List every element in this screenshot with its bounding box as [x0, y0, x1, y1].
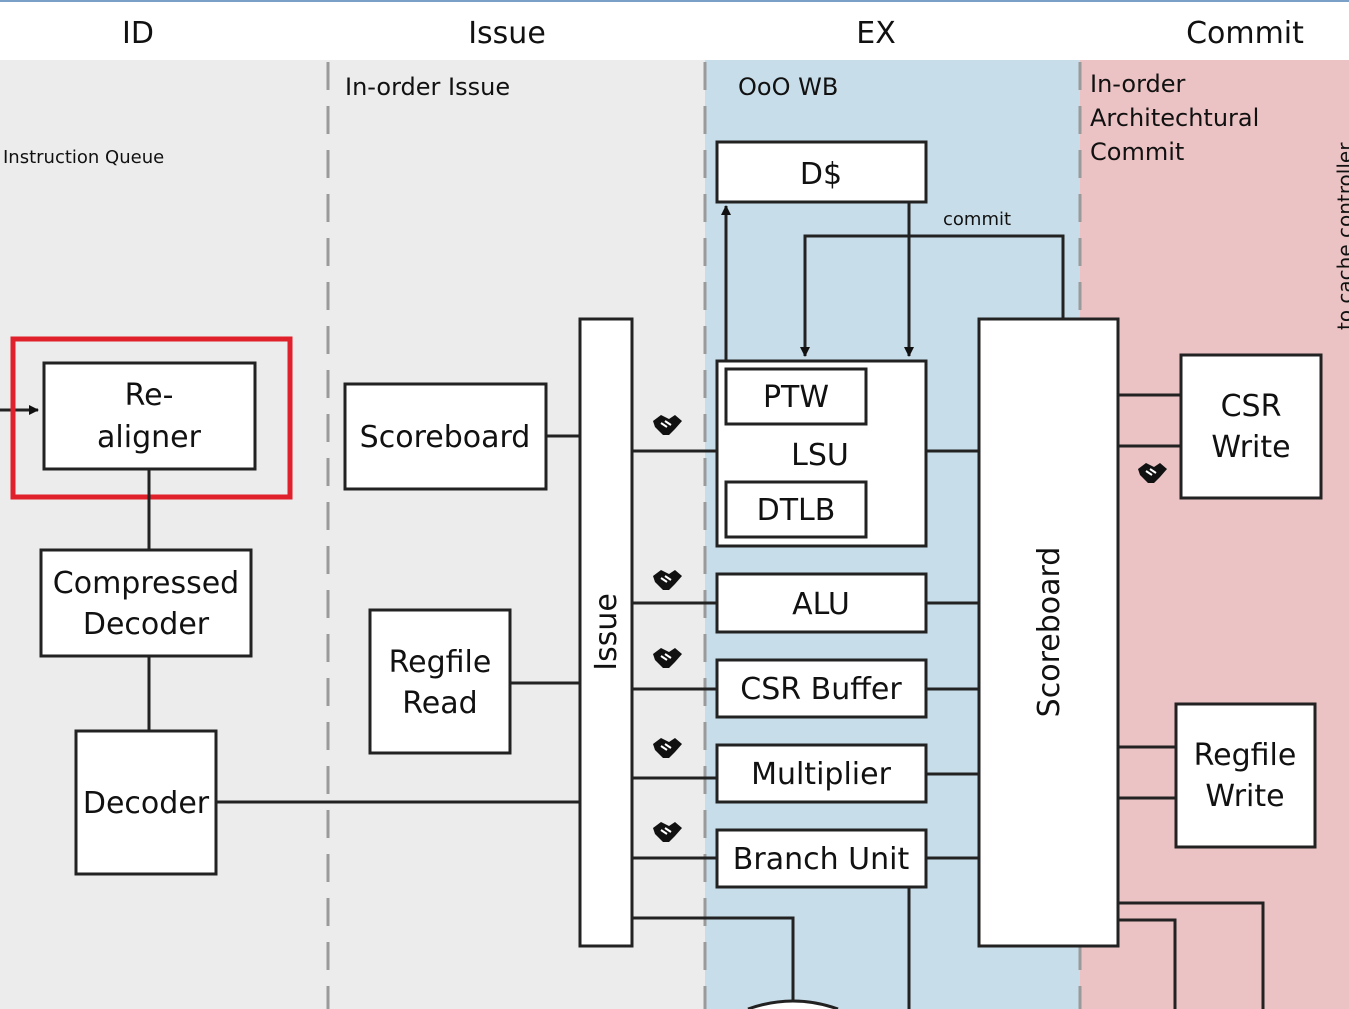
ooo-wb-label: OoO WB	[738, 73, 838, 101]
multiplier-text: Multiplier	[751, 757, 892, 792]
issue-bar-block	[578, 317, 634, 948]
dcache-block	[715, 140, 928, 204]
dcache-text: D$	[800, 157, 842, 192]
csr-buffer-text: CSR Buffer	[740, 672, 902, 707]
realigner-block	[42, 361, 257, 471]
csr-buffer-block	[715, 658, 928, 719]
in-order-commit-label-3: Commit	[1090, 138, 1184, 166]
dtlb-block	[724, 480, 868, 539]
stage-id-header: ID	[122, 16, 154, 51]
commit-wire-label: commit	[943, 209, 1011, 230]
compressed-decoder-text-2: Decoder	[83, 607, 210, 642]
in-order-commit-label-2: Architechtural	[1090, 104, 1259, 132]
realigner-text-1: Re-	[125, 378, 174, 413]
ptw-block	[724, 367, 868, 426]
ptw-text: PTW	[763, 380, 829, 415]
branch-unit-text: Branch Unit	[733, 842, 910, 877]
in-order-issue-label: In-order Issue	[345, 73, 510, 101]
lsu-text: LSU	[791, 438, 849, 473]
csr-write-text-2: Write	[1211, 430, 1290, 465]
compressed-decoder-block	[39, 548, 253, 658]
regfile-write-text-2: Write	[1205, 779, 1284, 814]
issue-bar-text: Issue	[589, 593, 624, 671]
stage-ex-header: EX	[856, 16, 896, 51]
dtlb-text: DTLB	[757, 493, 836, 528]
regfile-write-text-1: Regfile	[1194, 738, 1297, 773]
issue-scoreboard-block	[343, 382, 548, 491]
to-cache-controller-label: to cache controller	[1333, 142, 1349, 330]
issue-scoreboard-text: Scoreboard	[360, 420, 531, 455]
in-order-commit-label-1: In-order	[1090, 70, 1186, 98]
commit-background	[1080, 60, 1349, 1009]
compressed-decoder-text-1: Compressed	[53, 566, 239, 601]
regfile-read-text-2: Read	[402, 686, 477, 721]
regfile-read-block	[368, 608, 512, 755]
stage-issue-header: Issue	[468, 16, 546, 51]
commit-scoreboard-text: Scoreboard	[1032, 547, 1067, 718]
decoder-text: Decoder	[83, 786, 210, 821]
header-strip	[0, 0, 1349, 60]
commit-scoreboard-block	[977, 317, 1120, 948]
multiplier-block	[715, 743, 928, 804]
highlight-box	[10, 336, 293, 500]
instruction-queue-label: Instruction Queue	[3, 147, 164, 168]
csr-write-text-1: CSR	[1221, 389, 1282, 424]
stage-commit-header: Commit	[1186, 16, 1304, 51]
regfile-read-text-1: Regfile	[389, 645, 492, 680]
regfile-write-block	[1174, 702, 1317, 849]
alu-text: ALU	[792, 587, 850, 622]
csr-write-block	[1179, 353, 1323, 500]
bottom-partial-shape	[747, 999, 839, 1009]
realigner-text-2: aligner	[97, 420, 202, 455]
